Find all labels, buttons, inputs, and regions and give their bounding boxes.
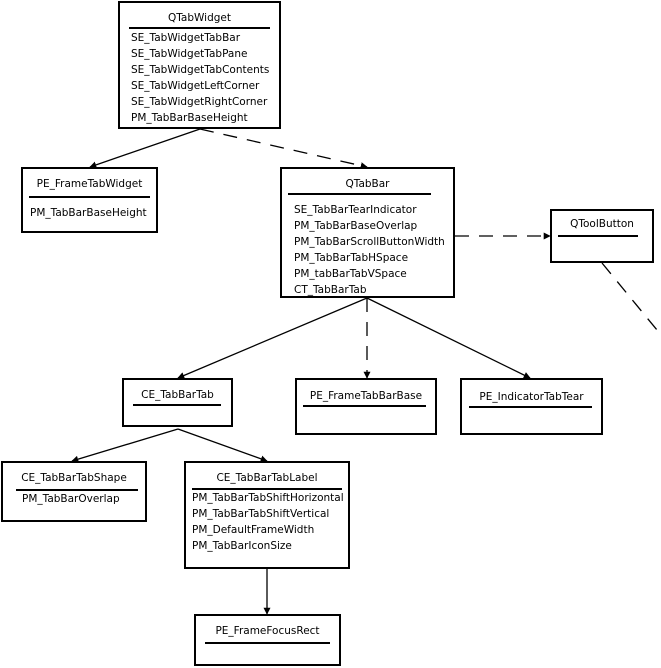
node-title: PE_IndicatorTabTear xyxy=(479,391,584,403)
node-title: CE_TabBarTabLabel xyxy=(216,472,318,484)
node-member: PM_TabBarTabHSpace xyxy=(294,252,409,264)
edge-ce-tabbartab-to-ce-tabbartabshape xyxy=(71,428,179,463)
title-divider xyxy=(558,235,638,237)
title-divider xyxy=(288,193,431,195)
edge-qtabwidget-to-qtabbar xyxy=(199,128,368,170)
node-member: SE_TabWidgetTabPane xyxy=(131,48,248,60)
node-member: SE_TabWidgetTabBar xyxy=(131,32,241,44)
title-divider xyxy=(29,196,150,198)
title-divider xyxy=(129,27,270,29)
node-member: PM_TabBarBaseOverlap xyxy=(294,220,418,232)
node-member: PM_TabBarIconSize xyxy=(192,540,292,552)
node-pe-frametabbarbase: PE_FrameTabBarBase xyxy=(295,378,437,435)
node-title: QToolButton xyxy=(570,218,634,230)
node-pe-framefocusrect: PE_FrameFocusRect xyxy=(194,614,341,666)
node-member: PM_TabBarTabShiftVertical xyxy=(192,508,330,520)
node-member: PM_TabBarBaseHeight xyxy=(30,207,147,219)
node-member: CT_TabBarTab xyxy=(294,284,367,296)
node-member: SE_TabWidgetLeftCorner xyxy=(131,80,260,92)
node-title: CE_TabBarTabShape xyxy=(21,472,127,484)
edge-qtabbar-to-ce-tabbartab xyxy=(177,297,368,379)
title-divider xyxy=(192,488,342,490)
title-divider xyxy=(303,405,426,407)
edge-qtoolbutton-to-offscreen xyxy=(601,262,658,331)
node-member-list: PM_TabBarOverlap xyxy=(22,491,120,507)
title-divider xyxy=(16,489,138,491)
node-title: QTabBar xyxy=(345,178,390,190)
node-member: SE_TabBarTearIndicator xyxy=(294,204,417,216)
node-member: PM_TabBarScrollButtonWidth xyxy=(294,236,445,248)
node-title: PE_FrameTabBarBase xyxy=(309,390,423,402)
node-member: SE_TabWidgetRightCorner xyxy=(131,96,268,108)
edge-qtabbar-to-pe-indicatortabtear xyxy=(366,297,531,379)
node-pe-indicatortabtear: PE_IndicatorTabTear xyxy=(460,378,603,435)
node-member-list: PM_TabBarBaseHeight xyxy=(30,205,147,221)
edge-qtabwidget-to-pe-frametabwidget xyxy=(89,128,201,169)
title-divider xyxy=(469,406,592,408)
title-divider xyxy=(133,404,221,406)
node-member: PM_TabBarBaseHeight xyxy=(131,112,248,124)
node-title: CE_TabBarTab xyxy=(141,389,214,401)
node-member: PM_TabBarTabShiftHorizontal xyxy=(192,492,344,504)
edge-ce-tabbartab-to-ce-tabbartablabel xyxy=(177,428,268,463)
node-member: PM_DefaultFrameWidth xyxy=(192,524,315,536)
node-member: PM_TabBarOverlap xyxy=(22,493,120,505)
node-title: PE_FrameTabWidget xyxy=(36,178,143,190)
node-member: PM_tabBarTabVSpace xyxy=(294,268,407,280)
node-ce-tabbartab: CE_TabBarTab xyxy=(122,378,233,427)
node-title: QTabWidget xyxy=(167,12,231,24)
title-divider xyxy=(205,642,330,644)
node-member: SE_TabWidgetTabContents xyxy=(131,64,270,76)
node-qtoolbutton: QToolButton xyxy=(550,209,654,263)
node-title: PE_FrameFocusRect xyxy=(215,625,320,637)
